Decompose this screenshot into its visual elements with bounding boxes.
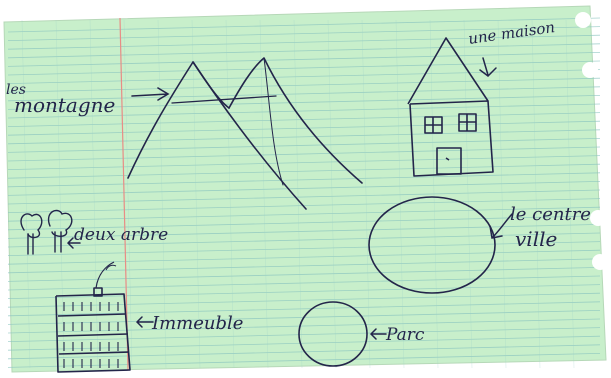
trees-label: deux arbre xyxy=(68,225,168,248)
binder-hole xyxy=(592,254,608,270)
svg-text:montagne: montagne xyxy=(14,93,115,117)
paper-sheet xyxy=(4,6,608,372)
binder-hole xyxy=(575,12,591,28)
svg-text:deux arbre: deux arbre xyxy=(74,225,168,245)
svg-text:Immeuble: Immeuble xyxy=(151,313,243,334)
svg-text:ville: ville xyxy=(515,227,557,251)
svg-text:le centre: le centre xyxy=(510,204,591,225)
building-label: Immeuble xyxy=(137,313,243,334)
binder-hole xyxy=(590,210,606,226)
binder-hole xyxy=(582,62,598,78)
svg-text:Parc: Parc xyxy=(385,325,425,345)
